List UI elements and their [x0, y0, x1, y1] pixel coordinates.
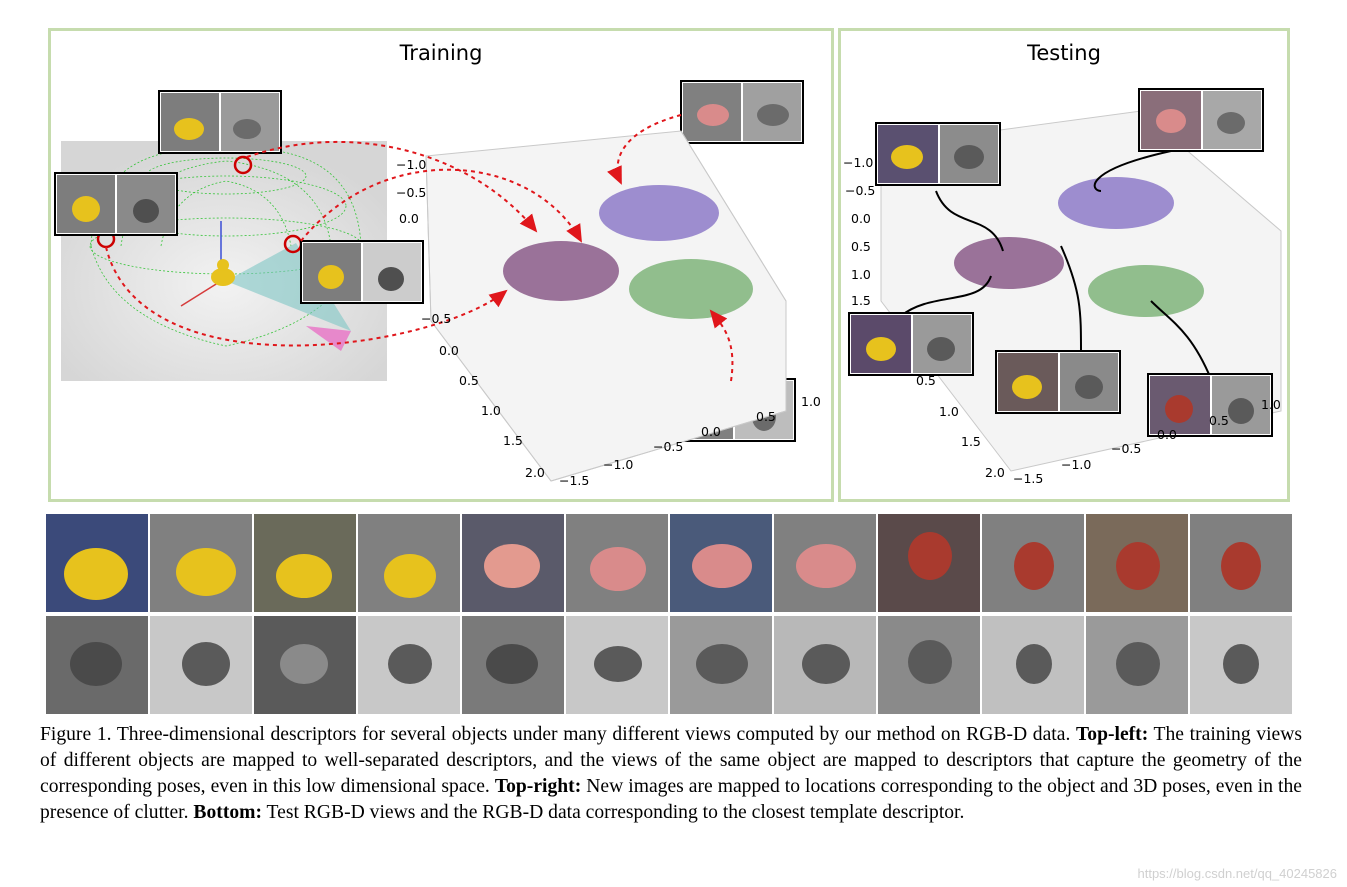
example-pair-2: [254, 514, 460, 714]
rgbd-examples-strip: [46, 514, 1292, 714]
tick-label: 0.5: [851, 239, 871, 254]
tick-label: 2.0: [525, 465, 545, 480]
tick-label: 0.0: [399, 211, 419, 226]
viewpoint-circle-top: [233, 155, 253, 175]
test-cluster-cat: [1058, 177, 1174, 229]
caption-top-left-text: The training views of different objects …: [40, 724, 1302, 797]
tick-label: 0.0: [439, 343, 459, 358]
caption-top-right-label: Top-right:: [494, 776, 582, 797]
tick-label: 1.0: [481, 403, 501, 418]
example-pair-5: [878, 514, 1084, 714]
caption-bottom-label: Bottom:: [193, 802, 262, 823]
cluster-duck: [503, 241, 619, 301]
duck-model: [211, 268, 235, 286]
training-panel: Training: [48, 28, 834, 502]
thumb-cat: [680, 80, 804, 144]
tick-label: 1.0: [1261, 397, 1281, 412]
training-bottom-ticks: −1.5 −1.0 −0.5 0.0 0.5 1.0: [559, 394, 821, 488]
tick-label: 2.0: [985, 465, 1005, 480]
example-pair-1: [46, 514, 252, 714]
tick-label: 0.5: [916, 373, 936, 388]
duck-model-head: [217, 259, 229, 271]
thumb-duck-top: [158, 90, 282, 154]
training-title: Training: [399, 41, 483, 65]
tick-label: −1.0: [603, 457, 633, 472]
tick-label: 1.0: [939, 404, 959, 419]
test-thumb-duck-1: [875, 122, 1001, 186]
testing-connectors: [900, 150, 1212, 380]
test-thumb-cat: [1138, 88, 1264, 152]
tick-label: −0.5: [1111, 441, 1141, 456]
tick-label: 1.5: [851, 293, 871, 308]
tick-label: −1.5: [559, 473, 589, 488]
test-thumb-duck-2: [848, 312, 974, 376]
testing-left-ticks: −1.0 −0.5 0.0 0.5 1.0 1.5: [843, 155, 875, 308]
tick-label: 0.0: [1157, 427, 1177, 442]
caption-intro: Three-dimensional descriptors for severa…: [116, 724, 1071, 745]
training-figure: −1.0 −0.5 0.0 −0.5 0.0 0.5 1.0 1.5 2.0 −…: [54, 80, 821, 488]
tick-label: −1.0: [843, 155, 873, 170]
axis-x-icon: [180, 280, 222, 307]
camera-frustum-tip: [306, 326, 351, 351]
caption-top-right-text: New images are mapped to locations corre…: [40, 776, 1302, 823]
testing-side-ticks: 0.5 1.0 1.5 2.0: [916, 373, 1005, 480]
test-thumb-ape: [1147, 373, 1273, 437]
tick-label: 0.5: [756, 409, 776, 424]
thumb-duck-right: [300, 240, 424, 304]
testing-panel: Testing: [838, 28, 1290, 502]
tick-label: 1.0: [851, 267, 871, 282]
example-pair-3: [462, 514, 668, 714]
test-thumb-cat-2: [995, 350, 1121, 414]
example-pair-6: [1086, 514, 1292, 714]
test-cluster-duck: [954, 237, 1064, 289]
cluster-ape: [629, 259, 753, 319]
test-cluster-ape: [1088, 265, 1204, 317]
tick-label: 0.5: [459, 373, 479, 388]
tick-label: 1.5: [961, 434, 981, 449]
tick-label: −0.5: [845, 183, 875, 198]
cluster-cat: [599, 185, 719, 241]
caption-bottom-text: Test RGB-D views and the RGB-D data corr…: [266, 802, 965, 823]
tick-label: −0.5: [421, 311, 451, 326]
caption-top-left-label: Top-left:: [1076, 724, 1149, 745]
testing-title: Testing: [1027, 41, 1101, 65]
figure-caption: Figure 1. Three-dimensional descriptors …: [40, 722, 1302, 826]
tick-label: −0.5: [653, 439, 683, 454]
tick-label: 0.0: [851, 211, 871, 226]
tick-label: 1.5: [503, 433, 523, 448]
tick-label: −0.5: [396, 185, 426, 200]
tick-label: 1.0: [801, 394, 821, 409]
testing-bottom-ticks: −1.5 −1.0 −0.5 0.0 0.5 1.0: [1013, 397, 1281, 486]
example-pair-4: [670, 514, 876, 714]
training-side-ticks: −0.5 0.0 0.5 1.0 1.5 2.0: [421, 311, 545, 480]
training-left-ticks: −1.0 −0.5 0.0: [396, 157, 426, 226]
figure-label: Figure 1.: [40, 724, 112, 745]
training-dashed-arrows: [105, 114, 734, 382]
thumb-duck-left: [54, 172, 178, 236]
tick-label: 0.5: [1209, 413, 1229, 428]
watermark: https://blog.csdn.net/qq_40245826: [1137, 866, 1338, 881]
tick-label: −1.0: [396, 157, 426, 172]
tick-label: 0.0: [701, 424, 721, 439]
tick-label: −1.0: [1061, 457, 1091, 472]
testing-figure: −1.0 −0.5 0.0 0.5 1.0 1.5 0.5 1.0 1.5 2.…: [843, 88, 1282, 486]
camera-frustum: [226, 243, 351, 331]
tick-label: −1.5: [1013, 471, 1043, 486]
